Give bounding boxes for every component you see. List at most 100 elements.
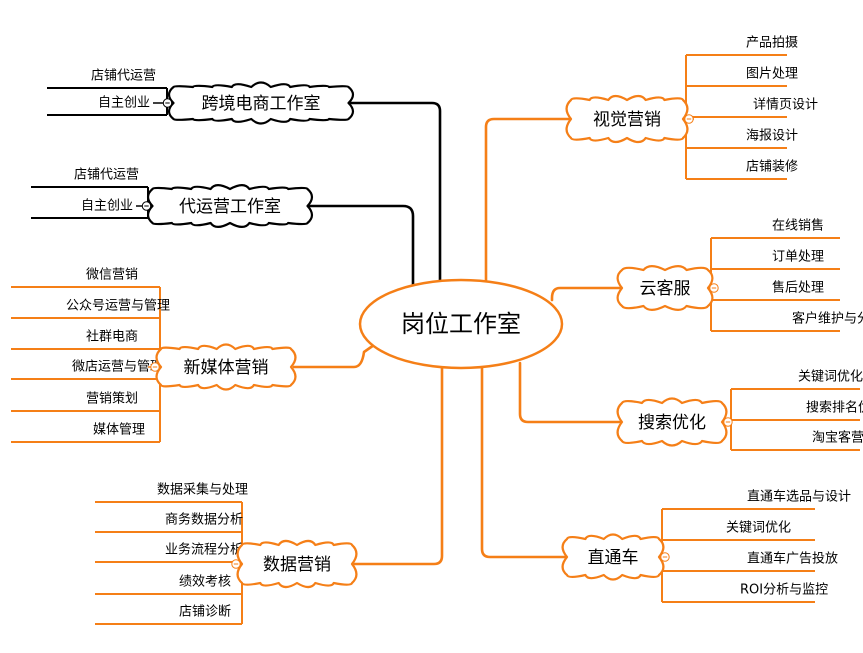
collapse-toggle-icon[interactable]	[231, 559, 241, 569]
leaf-newmedia-1[interactable]: 公众号运营与管理	[11, 299, 170, 319]
leaf-visual-4[interactable]: 店铺装修	[686, 160, 798, 180]
leaf-label: 在线销售	[772, 218, 824, 234]
leaf-label: 公众号运营与管理	[66, 299, 170, 314]
leaf-label: 店铺装修	[746, 160, 798, 175]
branch-cloud	[155, 343, 297, 391]
leaf-label: 营销策划	[86, 391, 138, 407]
connector-agency	[303, 204, 415, 290]
leaf-label: 产品拍摄	[746, 36, 798, 51]
leaf-label: 店铺代运营	[74, 168, 139, 183]
leaf-ztc-0[interactable]: 直通车选品与设计	[662, 489, 851, 510]
leaf-label: 社群电商	[86, 329, 138, 345]
leaf-label: 图片处理	[746, 67, 798, 82]
connector-newmedia	[292, 343, 376, 369]
leaf-cloudcs-0[interactable]: 在线销售	[711, 218, 840, 239]
branch-label: 跨境电商工作室	[202, 94, 321, 114]
leaf-label: 客户维护与分析	[792, 311, 863, 327]
branch-cloud	[616, 265, 714, 311]
leaf-ztc-2[interactable]: 直通车广告投放	[662, 551, 838, 572]
leaf-label: 自主创业	[81, 199, 133, 214]
branch-label: 搜索优化	[638, 413, 706, 433]
leaf-newmedia-3[interactable]: 微店运营与管理	[11, 360, 163, 380]
collapse-toggle-icon[interactable]	[723, 417, 733, 427]
branch-cloud	[167, 81, 355, 125]
leaf-data-4[interactable]: 店铺诊断	[95, 605, 242, 625]
branch-cloudcs[interactable]: 云客服	[616, 265, 719, 311]
leaf-seo-0[interactable]: 关键词优化	[731, 370, 863, 390]
leaf-cloudcs-2[interactable]: 售后处理	[711, 280, 840, 301]
subtree-seo: 关键词优化搜索排名优化淘宝客营销	[726, 370, 863, 451]
leaf-crossborder-0[interactable]: 店铺代运营	[47, 69, 167, 89]
branch-ztc[interactable]: 直通车	[561, 533, 670, 581]
leaf-visual-1[interactable]: 图片处理	[686, 67, 798, 87]
leaf-label: 海报设计	[746, 129, 798, 144]
leaf-visual-0[interactable]: 产品拍摄	[686, 36, 798, 56]
branch-cloud	[565, 94, 689, 144]
leaf-label: 数据采集与处理	[157, 482, 248, 498]
leaf-ztc-1[interactable]: 关键词优化	[662, 521, 815, 541]
collapse-toggle-icon[interactable]	[141, 201, 152, 211]
leaf-data-2[interactable]: 业务流程分析	[95, 542, 243, 563]
leaf-seo-1[interactable]: 搜索排名优化	[731, 400, 863, 421]
leaf-label: 绩效考核	[179, 575, 231, 590]
branch-visual[interactable]: 视觉营销	[565, 94, 694, 144]
leaf-agency-1[interactable]: 自主创业	[31, 199, 148, 219]
collapse-toggle-icon[interactable]	[660, 552, 670, 562]
leaf-visual-3[interactable]: 海报设计	[686, 129, 798, 149]
leaf-label: 业务流程分析	[165, 542, 243, 558]
branch-label: 云客服	[640, 279, 691, 299]
leaf-newmedia-2[interactable]: 社群电商	[11, 329, 160, 350]
leaf-label: ROI分析与监控	[740, 583, 828, 598]
leaf-data-1[interactable]: 商务数据分析	[95, 512, 243, 533]
branch-newmedia[interactable]: 新媒体营销	[150, 343, 297, 391]
leaf-label: 关键词优化	[798, 370, 863, 385]
leaf-label: 媒体管理	[93, 423, 145, 438]
leaf-label: 售后处理	[772, 280, 824, 296]
leaf-label: 搜索排名优化	[806, 400, 863, 416]
branch-seo[interactable]: 搜索优化	[616, 397, 733, 447]
leaf-newmedia-0[interactable]: 微信营销	[11, 268, 160, 288]
branch-label: 数据营销	[263, 555, 331, 575]
branch-cloud	[561, 533, 665, 581]
branch-cloud	[146, 183, 314, 229]
leaf-newmedia-4[interactable]: 营销策划	[11, 391, 160, 412]
branch-data[interactable]: 数据营销	[231, 539, 358, 589]
collapse-toggle-icon[interactable]	[150, 362, 160, 372]
leaf-data-0[interactable]: 数据采集与处理	[95, 482, 248, 503]
leaf-label: 商务数据分析	[165, 512, 243, 528]
branch-agency[interactable]: 代运营工作室	[141, 183, 314, 229]
leaf-cloudcs-3[interactable]: 客户维护与分析	[711, 311, 863, 332]
leaf-agency-0[interactable]: 店铺代运营	[31, 168, 148, 188]
leaf-label: 微信营销	[86, 268, 138, 283]
connector-ztc	[480, 365, 569, 559]
leaf-label: 详情页设计	[753, 98, 818, 113]
collapse-toggle-icon[interactable]	[684, 114, 694, 124]
branch-label: 直通车	[588, 548, 639, 568]
leaf-label: 关键词优化	[726, 521, 791, 536]
branch-cloud	[236, 539, 358, 589]
connector-seo	[518, 361, 624, 424]
leaf-visual-2[interactable]: 详情页设计	[686, 98, 818, 118]
leaf-label: 淘宝客营销	[812, 430, 863, 446]
leaf-crossborder-1[interactable]: 自主创业	[47, 96, 167, 116]
leaf-seo-2[interactable]: 淘宝客营销	[731, 430, 863, 451]
collapse-toggle-icon[interactable]	[162, 98, 173, 108]
branch-label: 代运营工作室	[179, 197, 281, 217]
leaf-data-3[interactable]: 绩效考核	[95, 575, 242, 595]
center-label: 岗位工作室	[401, 310, 521, 338]
branch-crossborder[interactable]: 跨境电商工作室	[162, 81, 355, 125]
connector-data	[350, 364, 444, 566]
leaf-label: 订单处理	[772, 250, 824, 265]
leaf-ztc-3[interactable]: ROI分析与监控	[662, 583, 828, 603]
collapse-toggle-icon[interactable]	[709, 283, 719, 293]
connector-crossborder	[348, 101, 442, 285]
leaf-cloudcs-1[interactable]: 订单处理	[711, 250, 840, 270]
leaf-newmedia-5[interactable]: 媒体管理	[11, 423, 160, 443]
